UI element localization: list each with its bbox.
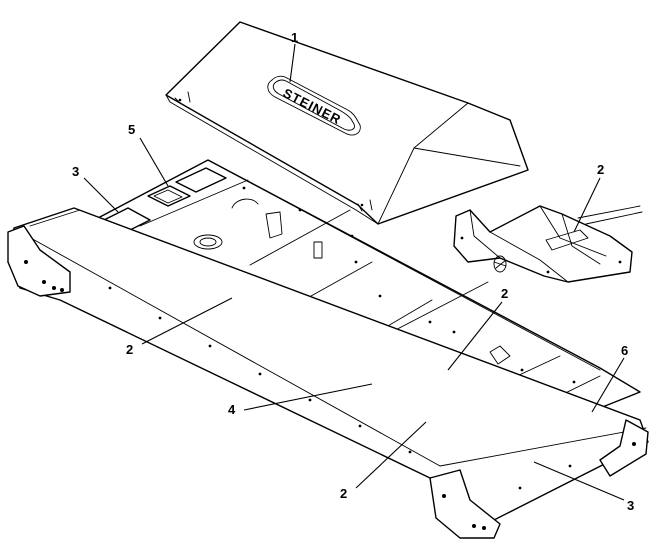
leader-2b xyxy=(447,301,503,371)
callout-2-deck-left: 2 xyxy=(126,342,133,357)
leader-2d xyxy=(355,421,427,489)
leader-5 xyxy=(139,137,169,187)
callout-3-upper: 3 xyxy=(72,164,79,179)
leader-6 xyxy=(591,357,625,413)
leader-1 xyxy=(289,43,296,83)
leader-2c xyxy=(141,297,233,345)
leader-3a xyxy=(83,177,119,213)
callout-2-panel: 2 xyxy=(597,162,604,177)
callout-3-lower: 3 xyxy=(627,498,634,513)
callout-5: 5 xyxy=(128,122,135,137)
control-panel-assembly xyxy=(453,205,643,283)
callout-labels: 1 5 3 2 2 2 4 2 6 3 xyxy=(72,30,634,513)
leader-2a xyxy=(573,177,601,233)
callout-4: 4 xyxy=(228,402,236,417)
hood-cover: STEINER xyxy=(165,21,529,225)
callout-2-deck-right: 2 xyxy=(501,286,508,301)
callout-leaders xyxy=(83,43,625,501)
front-side-rail xyxy=(7,207,649,539)
callout-6: 6 xyxy=(621,343,628,358)
callout-1: 1 xyxy=(291,30,298,45)
callout-2-deck-lower: 2 xyxy=(340,486,347,501)
leader-3b xyxy=(533,461,625,501)
leader-4 xyxy=(243,383,373,411)
